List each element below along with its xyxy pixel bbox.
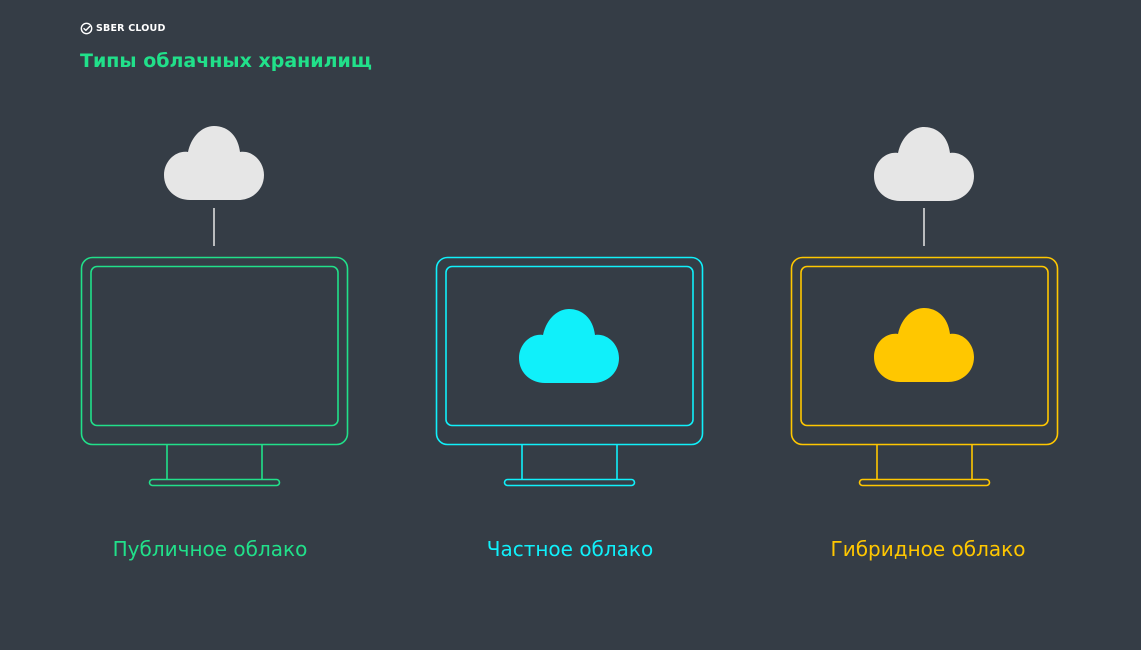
label-private-cloud: Частное облако bbox=[486, 537, 654, 561]
monitor-icon bbox=[80, 256, 349, 487]
logo-text: SBER CLOUD bbox=[96, 22, 166, 34]
private-cloud-diagram bbox=[435, 256, 704, 487]
external-cloud-icon bbox=[874, 127, 974, 201]
internal-cloud-icon bbox=[519, 309, 619, 383]
sber-checkmark-icon bbox=[80, 22, 93, 34]
monitor-icon bbox=[435, 256, 704, 487]
internal-cloud-icon bbox=[874, 308, 974, 382]
public-cloud-diagram bbox=[80, 126, 349, 487]
page-title: Типы облачных хранилищ bbox=[80, 50, 372, 72]
label-hybrid-cloud: Гибридное облако bbox=[830, 537, 1026, 561]
brand-logo: SBER CLOUD bbox=[80, 20, 166, 36]
external-cloud-icon bbox=[164, 126, 264, 200]
label-public-cloud: Публичное облако bbox=[112, 537, 308, 561]
monitor-icon bbox=[790, 256, 1059, 487]
hybrid-cloud-diagram bbox=[790, 127, 1059, 487]
